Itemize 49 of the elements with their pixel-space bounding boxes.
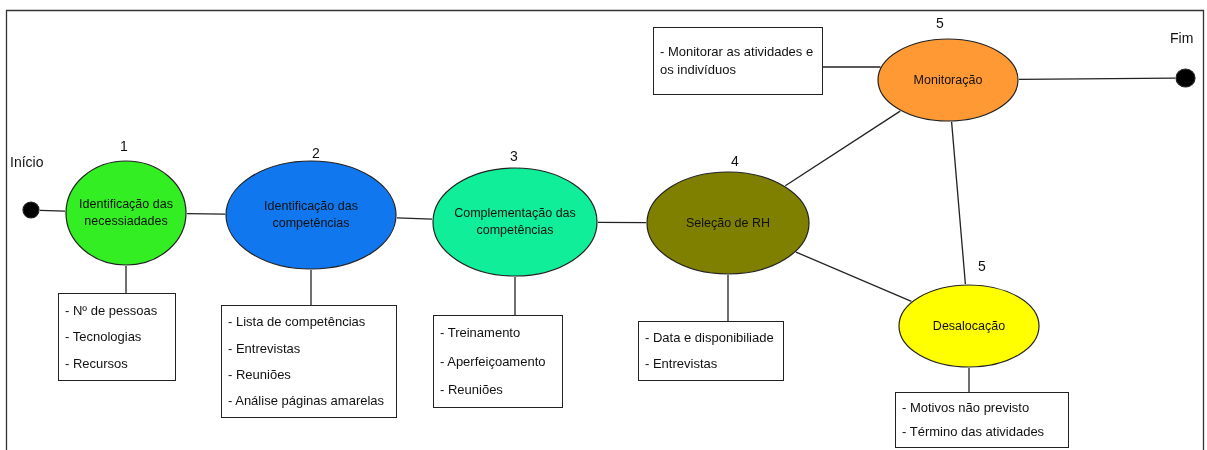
note-text: - Tecnologias xyxy=(65,328,143,346)
note-text: - Lista de competências xyxy=(228,313,367,331)
note-text: - Aperfeiçoamento xyxy=(440,352,547,371)
note-box xyxy=(221,305,397,418)
node-label: Identificação das competências xyxy=(263,198,359,232)
connector-line xyxy=(727,274,729,322)
note-text: - Monitorar as atividades e os indivíduos xyxy=(660,43,815,79)
node-label: Identificação das necessiadades xyxy=(78,196,174,230)
connector-line xyxy=(310,269,312,306)
note-box xyxy=(653,27,823,95)
note-box xyxy=(58,293,176,381)
terminal-label: Fim xyxy=(1170,30,1194,46)
node-label: Complementação das competências xyxy=(453,205,577,239)
connector-line xyxy=(795,251,913,303)
note-text: - Análise páginas amarelas xyxy=(228,392,386,410)
connector-line xyxy=(1018,77,1176,81)
note-text: - Nº de pessoas xyxy=(65,301,159,320)
connector-line xyxy=(784,110,901,187)
note-text: - Motivos não previsto xyxy=(902,399,1031,417)
connector-line xyxy=(950,121,967,285)
connector-line xyxy=(125,265,127,294)
step-number: 5 xyxy=(978,258,986,274)
node-label: Seleção de RH xyxy=(684,214,772,232)
note-text: - Término das atividades xyxy=(902,423,1046,441)
step-number: 3 xyxy=(510,148,518,164)
note-text: - Reuniões xyxy=(440,381,504,399)
note-text: - Entrevistas xyxy=(645,355,719,373)
terminal-label: Início xyxy=(10,154,44,170)
connector-line xyxy=(822,66,882,68)
connector-line xyxy=(39,209,66,212)
step-number: 1 xyxy=(120,138,128,154)
connector-line xyxy=(514,276,516,316)
step-number: 5 xyxy=(936,15,944,31)
node-label: Monitoração xyxy=(912,71,984,89)
note-box xyxy=(638,321,784,381)
node-label: Desalocação xyxy=(931,317,1007,335)
note-text: - Entrevistas xyxy=(228,339,302,358)
note-box xyxy=(895,392,1069,448)
connector-line xyxy=(968,367,970,393)
note-text: - Recursos xyxy=(65,354,129,373)
connector-line xyxy=(186,213,226,215)
note-text: - Reuniões xyxy=(228,365,292,384)
connector-line xyxy=(396,217,433,220)
step-number: 4 xyxy=(731,153,739,169)
note-text: - Data e disponibiliade xyxy=(645,329,775,347)
note-text: - Treinamento xyxy=(440,324,522,342)
connector-line xyxy=(597,221,647,224)
step-number: 2 xyxy=(312,145,320,161)
note-box xyxy=(433,315,563,408)
